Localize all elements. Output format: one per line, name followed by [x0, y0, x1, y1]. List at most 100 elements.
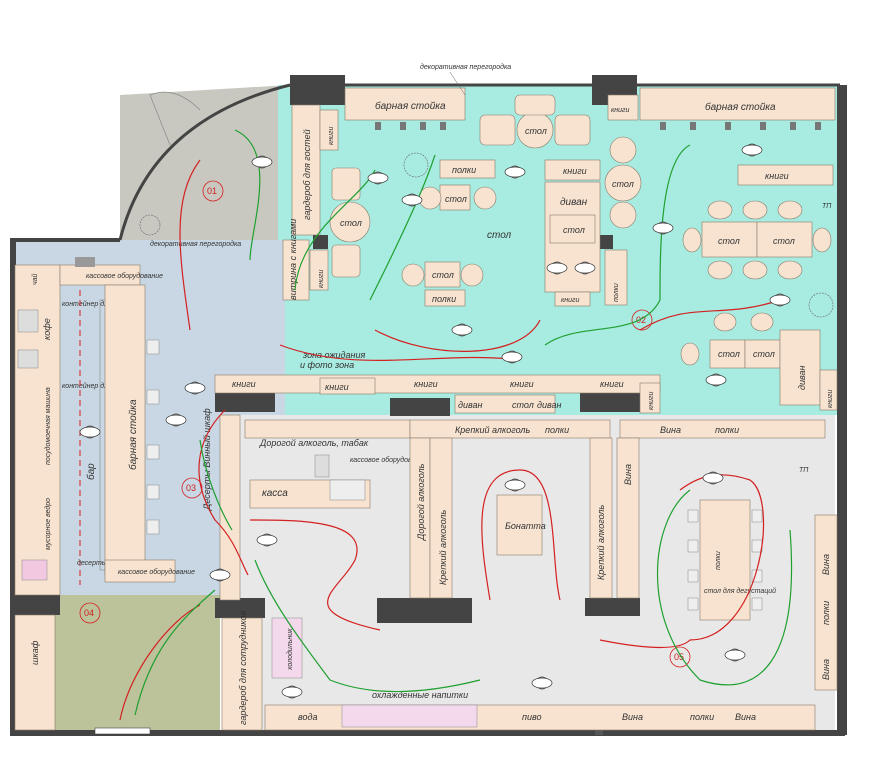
zone-01-label: 01: [207, 186, 217, 196]
person-icon: [184, 381, 206, 395]
table-label-round-2: стол: [612, 179, 634, 189]
strong-alcohol-right-label: Крепкий алкоголь: [596, 505, 606, 580]
table-label-round-1: стол: [340, 218, 362, 228]
cash-equipment-left-label: кассовое оборудование: [118, 568, 195, 576]
waste-bin-label: мусорное ведро: [44, 498, 52, 550]
books-label-sofa-2: книги: [561, 297, 580, 304]
bar-counter-left-label: барная стойка: [375, 100, 446, 112]
cash-equipment-mid-label: кассовое оборудование: [350, 456, 427, 464]
table-label-small-1: стол: [445, 194, 467, 204]
books-label-wardrobe: книги: [328, 126, 335, 145]
cash-equipment-top-label: кассовое оборудование: [86, 272, 163, 280]
books-label-w7: книги: [648, 391, 655, 410]
tasting-table-label: стол для дегустаций: [704, 587, 776, 595]
wardrobe-staff-label: гардероб для сотрудников: [238, 610, 248, 725]
cooled-drinks-label: охлажденные напитки: [372, 690, 468, 700]
wines-label-right-1: Вина: [821, 554, 831, 575]
zone-03-label: 03: [186, 483, 196, 493]
bar-counter-vertical-label: барная стойка: [127, 399, 139, 470]
person-icon: [251, 155, 273, 169]
person-icon: [546, 261, 568, 275]
person-icon: [79, 425, 101, 439]
books-label-right: книги: [765, 171, 789, 181]
person-icon: [531, 676, 553, 690]
showcase-books-label: витрина с книгами: [288, 219, 298, 300]
desserts-wine-label: Десерты Винный шкаф: [202, 408, 212, 511]
shelves-label-shop-1: полки: [545, 425, 569, 435]
strong-alcohol-top-label: Крепкий алкоголь: [455, 425, 530, 435]
shelves-label-1: полки: [452, 165, 476, 175]
books-label-w5: книги: [600, 379, 624, 389]
door-label: ТП: [799, 467, 809, 474]
outer-walls: [10, 75, 847, 736]
shelves-label-shop-2: полки: [715, 425, 739, 435]
books-label-w3: книги: [414, 379, 438, 389]
person-icon: [574, 261, 596, 275]
sofa-label-w: диван: [458, 400, 482, 410]
table-label-right-1: стол: [718, 236, 740, 246]
books-label-top: книги: [611, 107, 630, 114]
notes: декоративная перегородка декоративная пе…: [150, 63, 832, 474]
beer-label: пиво: [522, 712, 541, 722]
person-icon: [367, 171, 389, 185]
zone-storage: [55, 595, 220, 730]
wines-label-top: Вина: [660, 425, 681, 435]
person-icon: [401, 193, 423, 207]
shelves-label-bottom: полки: [690, 712, 714, 722]
dishwasher-label: посудомоечная машина: [44, 387, 52, 465]
books-label-w4: книги: [510, 379, 534, 389]
wines-label-bottom: Вина: [622, 712, 643, 722]
door-label-2: ТП: [822, 203, 832, 210]
customer-routes: [119, 129, 793, 721]
waiting-zone: книги книги книги книги книги книги дива…: [214, 350, 661, 414]
person-icon: [504, 478, 526, 492]
cafe-furniture: барная стойка барная стойка книги гардер…: [139, 87, 838, 411]
shop-area: Дорогой алкоголь, табак касса кассовое о…: [14, 419, 838, 735]
books-label-sofa: книги: [563, 166, 587, 176]
books-label-w1: книги: [232, 379, 256, 389]
cash-label: касса: [262, 488, 288, 499]
sofa-label-right: диван: [797, 366, 807, 390]
zone-04-label: 04: [84, 608, 94, 618]
person-icon: [705, 373, 727, 387]
fridge-label: холодильник: [286, 628, 294, 671]
sofa-label: диван: [560, 197, 588, 208]
person-icon: [451, 323, 473, 337]
waiting-zone-label-2: и фото зона: [300, 360, 354, 370]
syrup-container-1-label: контейнер для сиропа: [62, 300, 137, 308]
books-label-w6: книги: [325, 382, 349, 392]
expensive-alcohol-label: Дорогой алкоголь, табак: [259, 438, 369, 448]
table-label-center: стол: [525, 126, 547, 136]
person-icon: [504, 165, 526, 179]
sofa-label-w2: диван: [537, 400, 561, 410]
wardrobe-guests-label: гардероб для гостей: [302, 129, 312, 220]
person-icon: [165, 413, 187, 427]
person-icon: [209, 568, 231, 582]
zone-02-label: 02: [636, 315, 646, 325]
cupboard-label: шкаф: [30, 640, 40, 665]
table-label-w: стол: [512, 400, 534, 410]
waiting-zone-label-1: зона ожидания: [302, 350, 365, 360]
syrup-container-2-label: контейнер для сиропа: [62, 382, 137, 390]
person-icon: [769, 293, 791, 307]
person-icon: [652, 221, 674, 235]
table-label-sofa: стол: [563, 225, 585, 235]
shelves-label-shop-3: полки: [821, 601, 831, 625]
zone-markers: 01 02 03 04 05: [79, 180, 691, 668]
table-label-small-2: стол: [432, 270, 454, 280]
zone-vestibule: [120, 85, 290, 240]
table-label-right-4: стол: [753, 349, 775, 359]
person-icon: [724, 648, 746, 662]
shelves-label-tasting: полки: [715, 551, 722, 570]
table-label-main: стол: [487, 230, 512, 241]
bonus-label: Бонатта: [505, 521, 546, 531]
vestibule-note-label: декоративная перегородка: [150, 240, 241, 248]
expensive-alcohol-v-label: Дорогой алкоголь: [416, 463, 426, 541]
bar-counter-right-label: барная стойка: [705, 101, 776, 113]
zone-05-label: 05: [674, 652, 684, 662]
table-label-right-2: стол: [773, 236, 795, 246]
wines-label-left: Вина: [623, 464, 633, 485]
coffee-label: кофе: [42, 318, 52, 340]
strong-alcohol-left-label: Крепкий алкоголь: [438, 510, 448, 585]
